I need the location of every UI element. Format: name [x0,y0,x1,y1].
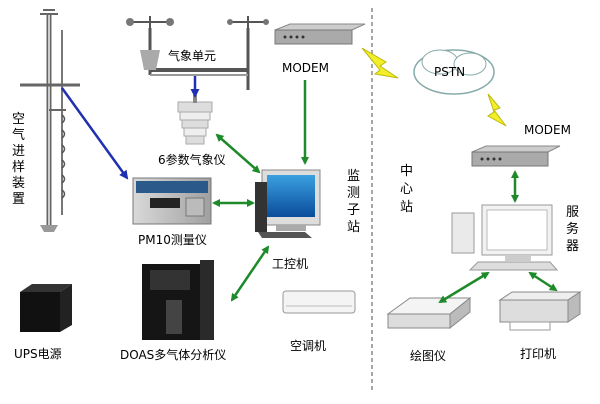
plotter-icon [386,296,472,330]
pm10-meter-icon [132,177,212,225]
center-station-label: 中 心 站 [400,164,413,215]
six-param-sensor-icon [177,95,213,145]
svg-text:测: 测 [347,186,360,201]
weather-unit-label: 气象单元 [168,48,216,63]
server-pc-icon [451,204,559,271]
pstn-cloud-icon [413,49,495,95]
server-plotter-arrow [438,271,490,304]
air-intake-mast-icon [20,9,80,232]
svg-text:务: 务 [566,221,579,237]
server-label: 服 务 器 [566,205,579,254]
doas-pc-arrow [230,245,270,302]
svg-text:心: 心 [400,182,413,197]
lightning-icon [361,47,399,79]
six-param-sensor-label: 6参数气象仪 [158,152,226,167]
pstn-label: PSTN [434,65,465,79]
industrial-pc-label: 工控机 [272,257,308,271]
svg-text:服: 服 [566,205,579,220]
modem-right-icon [471,145,561,167]
pm10-meter-label: PM10测量仪 [138,233,207,247]
monitoring-substation-label: 监 测 子 站 [347,169,360,235]
svg-text:子: 子 [347,203,360,218]
svg-text:置: 置 [12,192,25,207]
printer-label: 打印机 [520,347,556,361]
air-conditioner-label: 空调机 [290,339,326,353]
doas-analyzer-icon [142,260,214,340]
sensor-pc-arrow [215,133,261,174]
intake-to-pm10-arrow [60,87,129,180]
svg-text:站: 站 [400,200,413,215]
svg-text:监: 监 [347,169,360,184]
svg-text:器: 器 [566,239,579,254]
ups-icon [20,284,72,332]
modem-top-label: MODEM [282,61,329,75]
air-intake-label: 空 气 进 样 装 置 [12,112,25,207]
ups-label: UPS电源 [14,347,62,361]
plotter-label: 绘图仪 [410,348,446,363]
server-printer-arrow [528,271,558,292]
doas-analyzer-label: DOAS多气体分析仪 [120,347,226,362]
modem-top-icon [274,23,366,45]
svg-text:进: 进 [12,144,25,159]
svg-text:装: 装 [12,176,25,191]
svg-text:站: 站 [347,220,360,235]
lightning-icon [487,93,507,127]
air-conditioner-icon [282,290,356,314]
svg-text:空: 空 [12,112,25,127]
modem-right-label: MODEM [524,123,571,137]
svg-text:样: 样 [12,160,25,175]
industrial-pc-icon [255,169,321,238]
printer-icon [498,291,582,331]
weather-unit-icon [126,16,269,90]
svg-text:气: 气 [12,127,25,143]
svg-text:中: 中 [400,164,413,179]
